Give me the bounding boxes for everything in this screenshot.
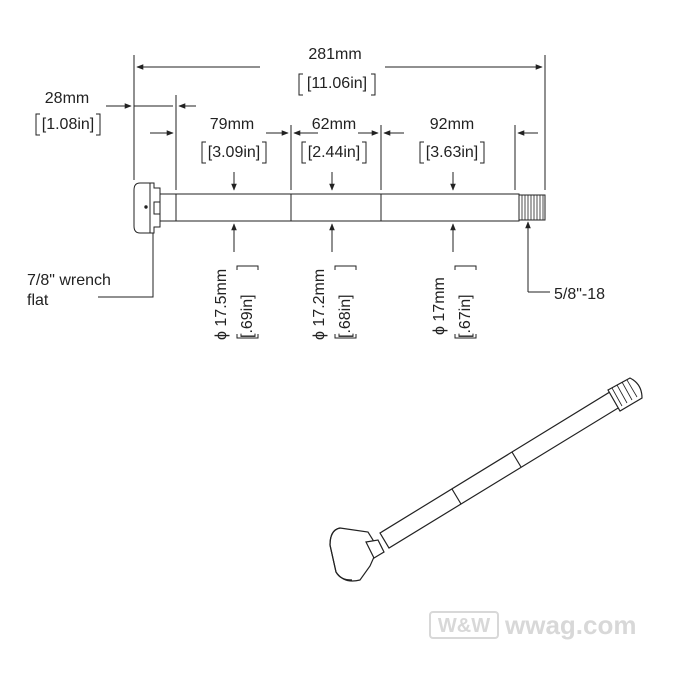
section1-length-metric: 79mm: [210, 116, 254, 133]
head-length-metric: 28mm: [45, 90, 89, 107]
extension-lines: [133, 55, 546, 190]
diameter3-imperial: [.67in]: [457, 294, 474, 338]
axle-side-view: [133, 182, 546, 234]
diameter-labels: ϕ 17.5mm [.69in] ϕ 17.2mm [.68in] ϕ 17mm…: [213, 269, 474, 340]
callout-labels: 7/8" wrench flat 5/8"-18: [27, 272, 605, 309]
thread-spec-label: 5/8"-18: [554, 286, 605, 303]
section2-length-metric: 62mm: [312, 116, 356, 133]
section3-length-metric: 92mm: [430, 116, 474, 133]
section1-length-imperial: [3.09in]: [208, 144, 260, 161]
overall-length-metric: 281mm: [308, 46, 361, 63]
diameter1-metric: ϕ 17.5mm: [213, 269, 230, 340]
watermark-site: wwag.com: [504, 610, 636, 640]
watermark: W&W wwag.com: [429, 610, 636, 640]
wrench-flat-label-line2: flat: [27, 292, 49, 309]
diameter2-metric: ϕ 17.2mm: [311, 269, 328, 340]
axle-isometric-view: [329, 377, 643, 582]
watermark-brand: W&W: [438, 615, 490, 637]
diameter2-imperial: [.68in]: [337, 294, 354, 338]
overall-length-imperial: [11.06in]: [307, 75, 367, 92]
diameter1-imperial: [.69in]: [239, 294, 256, 338]
section2-length-imperial: [2.44in]: [308, 144, 360, 161]
head-length-imperial: [1.08in]: [42, 116, 94, 133]
diameter-leaders: [98, 172, 550, 298]
section3-length-imperial: [3.63in]: [426, 144, 478, 161]
dimension-lines: [106, 64, 543, 136]
diameter3-metric: ϕ 17mm: [431, 277, 448, 335]
wrench-flat-label-line1: 7/8" wrench: [27, 272, 111, 289]
bracket-marks: [35, 73, 485, 339]
dimension-labels: 281mm [11.06in] 28mm [1.08in] 79mm [3.09…: [42, 46, 478, 161]
